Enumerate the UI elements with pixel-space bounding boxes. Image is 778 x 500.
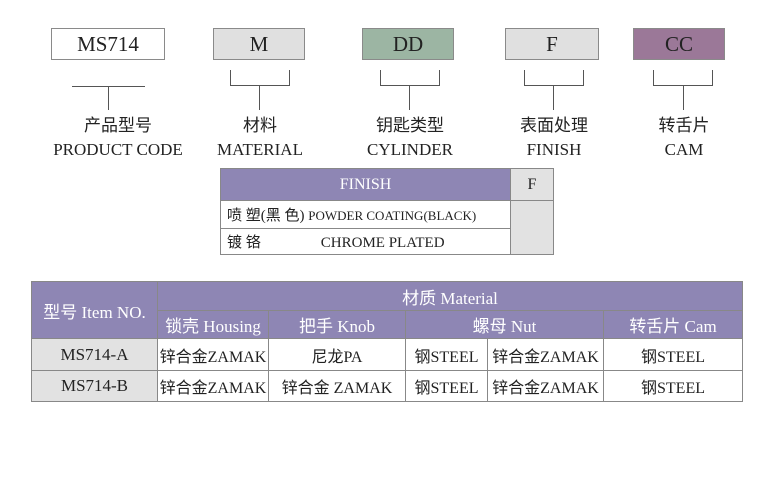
nut-cell: 锌合金ZAMAK (487, 338, 604, 371)
item-cell: MS714-B (31, 370, 158, 402)
finish-code: F (510, 168, 554, 201)
col-nut: 螺母 Nut (405, 310, 604, 339)
item-header: 型号 Item NO. (31, 281, 158, 339)
cam-cell: 钢STEEL (603, 370, 743, 402)
cam-cell: 钢STEEL (603, 338, 743, 371)
knob-cell: 锌合金 ZAMAK (268, 370, 406, 402)
bracket (524, 70, 584, 86)
nut-cell: 钢STEEL (405, 338, 488, 371)
product-code-box: MS714 (51, 28, 165, 60)
connector (259, 86, 260, 110)
item-cell: MS714-A (31, 338, 158, 371)
finish-code-cell (510, 200, 554, 255)
table-row: MS714-A 锌合金ZAMAK 尼龙PA 钢STEEL 锌合金ZAMAK 钢S… (31, 338, 743, 371)
material-table: 型号 Item NO.材质 Material 锁壳 Housing 把手 Kno… (31, 281, 743, 402)
cylinder-code-box: DD (362, 28, 454, 60)
table-row: MS714-B 锌合金ZAMAK 锌合金 ZAMAK 钢STEEL 锌合金ZAM… (31, 370, 743, 402)
material-header: 材质 Material (157, 281, 743, 311)
finish-header: FINISH (220, 168, 511, 201)
col-housing: 锁壳 Housing (157, 310, 269, 339)
nut-cell: 锌合金ZAMAK (487, 370, 604, 402)
bracket (230, 70, 290, 86)
finish-code-box: F (505, 28, 599, 60)
nut-cell: 钢STEEL (405, 370, 488, 402)
housing-cell: 锌合金ZAMAK (157, 370, 269, 402)
finish-row: 喷 塑(黑 色) POWDER COATING(BLACK) (220, 200, 511, 229)
connector (683, 86, 684, 110)
bracket (380, 70, 440, 86)
col-knob: 把手 Knob (268, 310, 406, 339)
housing-cell: 锌合金ZAMAK (157, 338, 269, 371)
material-code-box: M (213, 28, 305, 60)
bracket (653, 70, 713, 86)
col-cam: 转舌片 Cam (603, 310, 743, 339)
connector (553, 86, 554, 110)
knob-cell: 尼龙PA (268, 338, 406, 371)
connector (409, 86, 410, 110)
cam-code-box: CC (633, 28, 725, 60)
connector (108, 86, 109, 110)
